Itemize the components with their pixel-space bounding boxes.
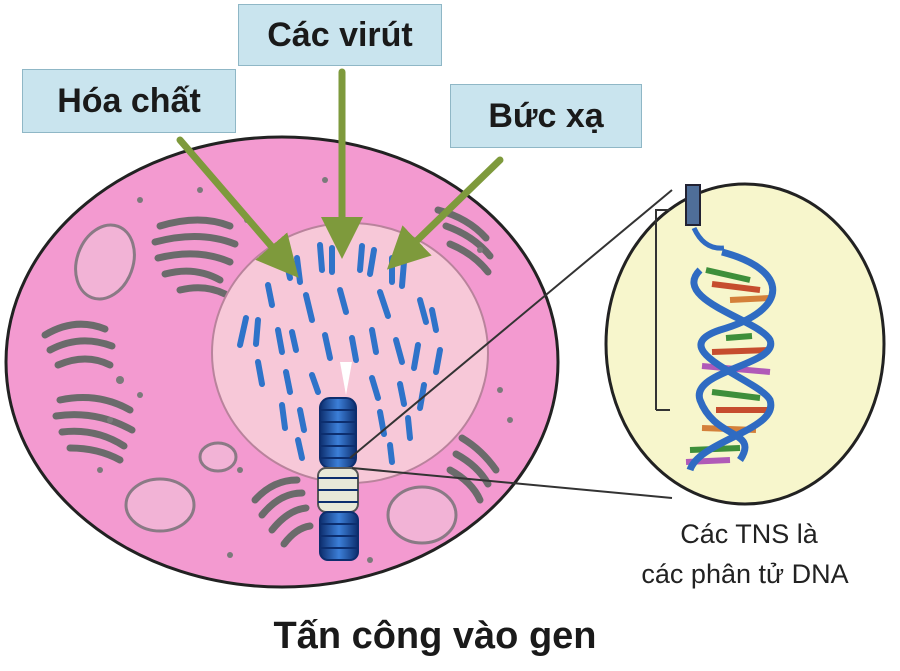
zoom-lines	[349, 189, 673, 499]
label-radiation: Bức xạ	[450, 84, 642, 148]
arrow-radiation	[386, 156, 504, 270]
attack-arrows	[176, 68, 504, 278]
mitochondria	[74, 223, 458, 545]
zoom-circle	[604, 182, 886, 506]
label-chemicals: Hóa chất	[22, 69, 236, 133]
organelles	[41, 206, 500, 548]
dna-helix	[655, 184, 777, 472]
label-viruses: Các virút	[238, 4, 442, 66]
caption-line-1: Các TNS là	[680, 519, 818, 549]
dna-stack	[317, 362, 359, 561]
arrow-chemicals	[176, 136, 299, 278]
diagram-title: Tấn công vào gen	[273, 615, 597, 657]
caption-line-2: các phân tử DNA	[641, 559, 849, 589]
